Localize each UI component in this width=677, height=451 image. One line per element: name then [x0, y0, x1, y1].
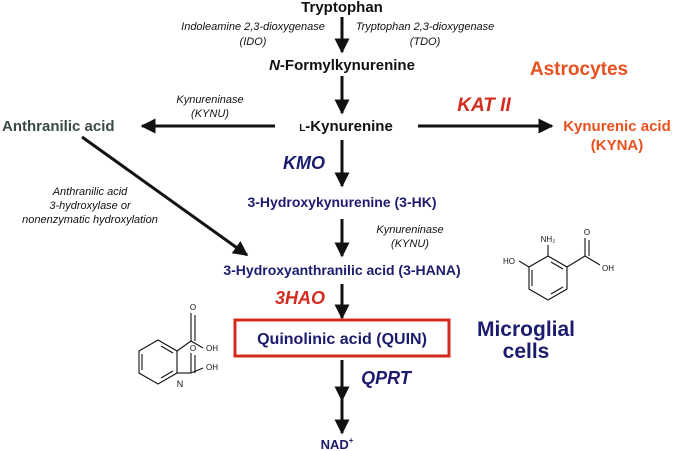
- enzyme-kynu-2-name: Kynureninase: [376, 224, 443, 236]
- node-quinolinic-acid: Quinolinic acid (QUIN): [257, 331, 427, 348]
- hana-ho-label: HO: [503, 257, 515, 266]
- n-formyl-rest: -Formylkynurenine: [280, 57, 415, 74]
- quin-n-label: N: [177, 379, 184, 389]
- node-tryptophan: Tryptophan: [301, 0, 383, 16]
- enzyme-tdo-abbr: (TDO): [410, 36, 441, 48]
- structure-3-hydroxyanthranilic-acid: [518, 238, 601, 301]
- arrow-anthranilic-to-3hana: [81, 135, 249, 257]
- quin-oh-upper-label: OH: [206, 344, 218, 353]
- enzyme-anthranilic-hydroxylase-line-2: 3-hydroxylase or: [49, 200, 132, 212]
- label-microglial-line-1: Microglial: [477, 318, 575, 341]
- enzyme-kmo: KMO: [283, 153, 325, 173]
- enzyme-3hao: 3HAO: [275, 288, 325, 308]
- node-nad: NAD+: [321, 436, 354, 451]
- node-3-hydroxykynurenine: 3-Hydroxykynurenine (3-HK): [247, 194, 436, 210]
- structure-quinolinic-acid: [138, 313, 204, 385]
- enzyme-kynu-1-abbr: (KYNU): [191, 108, 229, 120]
- node-kyna: (KYNA): [591, 137, 644, 154]
- enzyme-kynu-2-abbr: (KYNU): [391, 238, 429, 250]
- hana-o-label: O: [584, 228, 590, 237]
- node-l-kynurenine: L-Kynurenine: [299, 118, 393, 135]
- enzyme-anthranilic-hydroxylase-line-3: nonenzymatic hydroxylation: [22, 214, 158, 226]
- label-microglial-line-2: cells: [503, 340, 550, 363]
- node-anthranilic-acid: Anthranilic acid: [2, 118, 115, 135]
- enzyme-kat-ii: KAT II: [457, 95, 511, 116]
- nad-label: NAD: [321, 437, 349, 451]
- node-kynurenic-acid: Kynurenic acid: [563, 118, 671, 135]
- enzyme-tdo-name: Tryptophan 2,3-dioxygenase: [356, 21, 495, 33]
- quin-highlight-box: [233, 318, 451, 358]
- l-prefix: L: [299, 123, 305, 134]
- quin-o-lower-label: O: [190, 344, 196, 353]
- node-n-formylkynurenine: N-Formylkynurenine: [269, 57, 415, 74]
- hana-oh-label: OH: [602, 264, 614, 273]
- enzyme-qprt: QPRT: [361, 368, 413, 388]
- hana-nh2-label: NH₂: [541, 235, 556, 244]
- quin-o-upper-label: O: [190, 303, 196, 312]
- enzyme-kynu-1-name: Kynureninase: [176, 94, 243, 106]
- quin-oh-lower-label: OH: [206, 363, 218, 372]
- pathway-arrows: [81, 17, 554, 435]
- enzyme-ido-abbr: (IDO): [240, 36, 267, 48]
- n-formyl-prefix: N: [269, 57, 281, 74]
- nad-superscript: +: [349, 436, 354, 445]
- node-3-hydroxyanthranilic-acid: 3-Hydroxyanthranilic acid (3-HANA): [223, 262, 460, 278]
- label-astrocytes: Astrocytes: [530, 59, 628, 80]
- enzyme-ido-name: Indoleamine 2,3-dioxygenase: [181, 21, 325, 33]
- l-kynurenine-rest: -Kynurenine: [305, 118, 393, 135]
- enzyme-anthranilic-hydroxylase-line-1: Anthranilic acid: [52, 186, 128, 198]
